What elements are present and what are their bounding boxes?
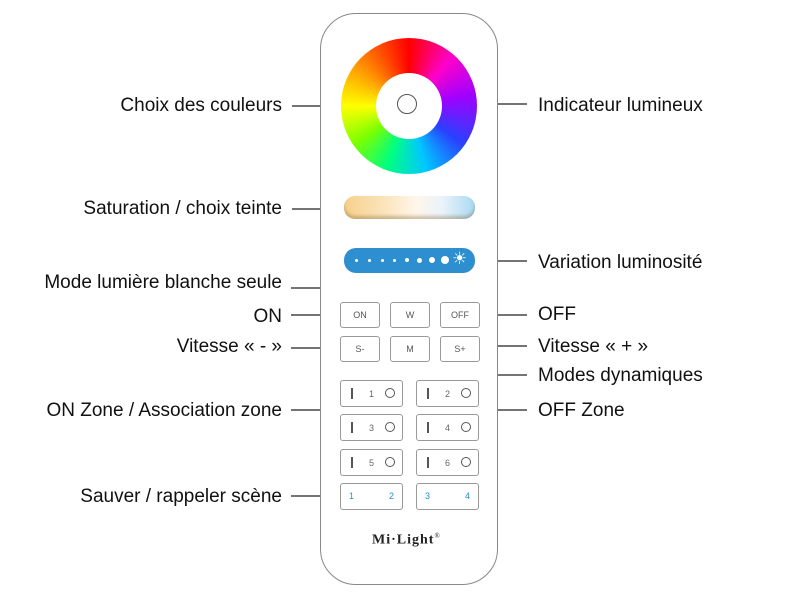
zone-number: 4 (445, 423, 451, 433)
zone-button-3[interactable]: 3 (340, 414, 403, 441)
zone-on-bar-icon (351, 422, 353, 433)
zone-number: 3 (369, 423, 375, 433)
brand-trademark: ® (434, 532, 441, 540)
mode-button[interactable]: M (390, 336, 430, 362)
zone-on-bar-icon (427, 422, 429, 433)
white-mode-button[interactable]: W (390, 302, 430, 328)
brightness-dot (368, 259, 371, 262)
zone-button-6[interactable]: 6 (416, 449, 479, 476)
label-on-zone: ON Zone / Association zone (46, 400, 282, 421)
zone-button-1[interactable]: 1 (340, 380, 403, 407)
scene-button-3-4[interactable]: 3 4 (416, 483, 479, 510)
brightness-dot (355, 259, 358, 262)
brightness-dot (405, 258, 409, 262)
zone-off-circle-icon (461, 422, 471, 432)
zone-button-2[interactable]: 2 (416, 380, 479, 407)
brand-name: Mi·Light (372, 532, 435, 548)
brand-logo: Mi·Light® (372, 532, 441, 549)
brightness-dot (381, 259, 384, 262)
label-save-scene: Sauver / rappeler scène (80, 486, 282, 507)
brightness-slider[interactable] (344, 248, 475, 273)
saturation-slider[interactable] (344, 196, 475, 219)
label-on: ON (253, 306, 283, 327)
sun-icon: ☀ (452, 249, 468, 269)
zone-number: 2 (445, 389, 451, 399)
zone-number: 1 (369, 389, 375, 399)
brightness-dot (393, 259, 396, 262)
label-brightness: Variation luminosité (538, 252, 703, 273)
scene-number: 4 (465, 491, 471, 501)
zone-number: 6 (445, 458, 451, 468)
zone-on-bar-icon (427, 388, 429, 399)
zone-number: 5 (369, 458, 375, 468)
label-white-mode: Mode lumière blanche seule (44, 272, 282, 293)
label-off: OFF (538, 304, 576, 325)
speed-plus-button[interactable]: S+ (440, 336, 480, 362)
brightness-dot (429, 257, 435, 263)
speed-minus-button[interactable]: S- (340, 336, 380, 362)
zone-off-circle-icon (461, 388, 471, 398)
label-speed-plus: Vitesse « + » (538, 336, 649, 357)
label-saturation: Saturation / choix teinte (83, 198, 282, 219)
label-off-zone: OFF Zone (538, 400, 625, 421)
label-dynamic-modes: Modes dynamiques (538, 365, 703, 386)
scene-number: 2 (389, 491, 395, 501)
zone-button-4[interactable]: 4 (416, 414, 479, 441)
scene-number: 3 (425, 491, 431, 501)
label-speed-minus: Vitesse « - » (176, 336, 282, 357)
zone-on-bar-icon (351, 457, 353, 468)
zone-off-circle-icon (461, 457, 471, 467)
zone-button-5[interactable]: 5 (340, 449, 403, 476)
zone-on-bar-icon (351, 388, 353, 399)
zone-off-circle-icon (385, 457, 395, 467)
off-button[interactable]: OFF (440, 302, 480, 328)
zone-off-circle-icon (385, 388, 395, 398)
on-button[interactable]: ON (340, 302, 380, 328)
label-light-indicator: Indicateur lumineux (538, 95, 703, 116)
zone-on-bar-icon (427, 457, 429, 468)
scene-number: 1 (349, 491, 355, 501)
indicator-light-icon (397, 94, 417, 114)
brightness-dot (417, 258, 422, 263)
brightness-dot (441, 256, 449, 264)
scene-button-1-2[interactable]: 1 2 (340, 483, 403, 510)
label-color-choice: Choix des couleurs (120, 95, 282, 116)
zone-off-circle-icon (385, 422, 395, 432)
